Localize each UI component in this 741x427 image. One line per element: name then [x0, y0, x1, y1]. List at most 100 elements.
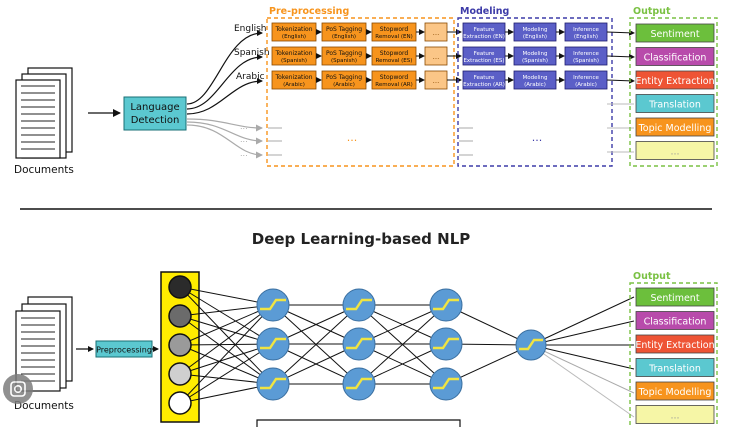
preprocessing-label: Preprocessing: [96, 346, 152, 355]
output-item: [635, 23, 715, 43]
language-detection-line-2: Detection: [131, 115, 180, 126]
modeling-frame: [457, 17, 613, 167]
step-sublabel: (English): [523, 34, 547, 40]
step-sublabel: (English): [332, 34, 356, 40]
neuron-node-icon: [342, 288, 376, 322]
step-sublabel: (Spanish): [331, 58, 357, 64]
step-sublabel: Extraction (EN): [463, 34, 505, 40]
output-item: [635, 94, 715, 113]
output-item: [635, 311, 715, 330]
step-label: Stopword: [380, 50, 409, 57]
output-item: [635, 405, 715, 424]
neuron-node-icon: [256, 327, 290, 361]
input-neuron: [168, 362, 192, 386]
output-label: Sentiment: [650, 29, 699, 40]
documents-stack-icon: [15, 296, 73, 392]
input-neuron: [168, 275, 192, 299]
step-label: Stopword: [380, 26, 409, 33]
step-label: Tokenization: [274, 50, 312, 57]
input-neuron: [168, 333, 192, 357]
step-label: ...: [433, 77, 440, 85]
output-label: ...: [670, 411, 679, 422]
step-sublabel: (English): [282, 34, 306, 40]
output-frame-top: [629, 17, 718, 167]
hidden-layers-bracket: [256, 419, 461, 427]
output-item: [635, 334, 715, 354]
step-sublabel: Extraction (ES): [463, 58, 504, 64]
step-sublabel: Removal (ES): [376, 58, 413, 64]
deep-learning-title: Deep Learning-based NLP: [252, 230, 471, 248]
output-label: Sentiment: [650, 293, 699, 304]
output-label: ...: [670, 147, 679, 158]
step-label: Inference: [573, 51, 599, 57]
step-label: PoS Tagging: [326, 26, 362, 33]
neuron-node-icon: [256, 367, 290, 401]
input-neurons: [168, 275, 192, 415]
language-routing-curves: [186, 30, 263, 115]
neuron-node-icon: [429, 367, 463, 401]
lens-search-icon[interactable]: [3, 374, 33, 404]
network-connections: [179, 286, 635, 418]
step-label: Tokenization: [274, 26, 312, 33]
step-sublabel: (Spanish): [522, 58, 548, 64]
neuron-node-icon: [429, 327, 463, 361]
language-english: English: [234, 24, 267, 34]
output-label: Translation: [648, 100, 701, 111]
language-spanish: Spanish: [234, 48, 270, 58]
more-language-dots: ... ... ...: [240, 122, 248, 158]
step-label: PoS Tagging: [326, 50, 362, 57]
documents-label-bottom: Documents: [14, 400, 74, 412]
step-sublabel: (Spanish): [573, 58, 599, 64]
output-item: [635, 70, 715, 90]
output-label: Classification: [644, 317, 707, 328]
neuron-node-icon: [342, 327, 376, 361]
output-label: Entity Extraction: [635, 340, 714, 351]
step-label: Inference: [573, 27, 599, 33]
neuron-node-icon: [515, 329, 547, 361]
output-label: Entity Extraction: [635, 76, 714, 87]
step-sublabel: (Arabic): [333, 82, 355, 88]
step-label: Inference: [573, 75, 599, 81]
documents-label: Documents: [14, 164, 74, 176]
preprocessing-frame: [266, 17, 455, 167]
output-item: [635, 141, 715, 160]
step-label: Tokenization: [274, 74, 312, 81]
bottom-pipeline: Deep Learning-based NLP Documents Prepro…: [14, 230, 718, 427]
preprocessing-more: ...: [347, 131, 358, 144]
step-label: Feature: [474, 51, 495, 57]
step-sublabel: (English): [574, 34, 598, 40]
step-sublabel: (Arabic): [575, 82, 597, 88]
other-language-curves: [186, 118, 263, 159]
step-label: Modeling: [522, 27, 547, 33]
step-sublabel: (Arabic): [283, 82, 305, 88]
step-label: PoS Tagging: [326, 74, 362, 81]
output-item: [635, 287, 715, 307]
modeling-title: Modeling: [460, 6, 509, 17]
step-label: ...: [433, 53, 440, 61]
svg-text:...: ...: [240, 149, 248, 158]
output-item: [635, 47, 715, 66]
svg-text:...: ...: [240, 135, 248, 144]
step-sublabel: (Spanish): [281, 58, 307, 64]
language-arabic: Arabic: [236, 72, 265, 82]
modeling-more: ...: [532, 131, 543, 144]
preprocessing-boxes: Tokenization(English)PoS Tagging(English…: [268, 22, 462, 156]
output-item: [635, 117, 715, 137]
output-label: Translation: [648, 364, 701, 375]
svg-text:...: ...: [240, 122, 248, 131]
step-label: Stopword: [380, 74, 409, 81]
output-item: [635, 381, 715, 401]
output-title-bottom: Output: [633, 271, 671, 282]
step-label: Modeling: [522, 51, 547, 57]
output-item: [635, 358, 715, 377]
step-label: ...: [433, 29, 440, 37]
language-detection-line-1: Language: [130, 102, 179, 113]
hidden-neurons: [256, 288, 547, 401]
preprocessing-title: Pre-processing: [269, 6, 349, 17]
input-neuron: [168, 391, 192, 415]
step-sublabel: Removal (AR): [375, 82, 412, 88]
